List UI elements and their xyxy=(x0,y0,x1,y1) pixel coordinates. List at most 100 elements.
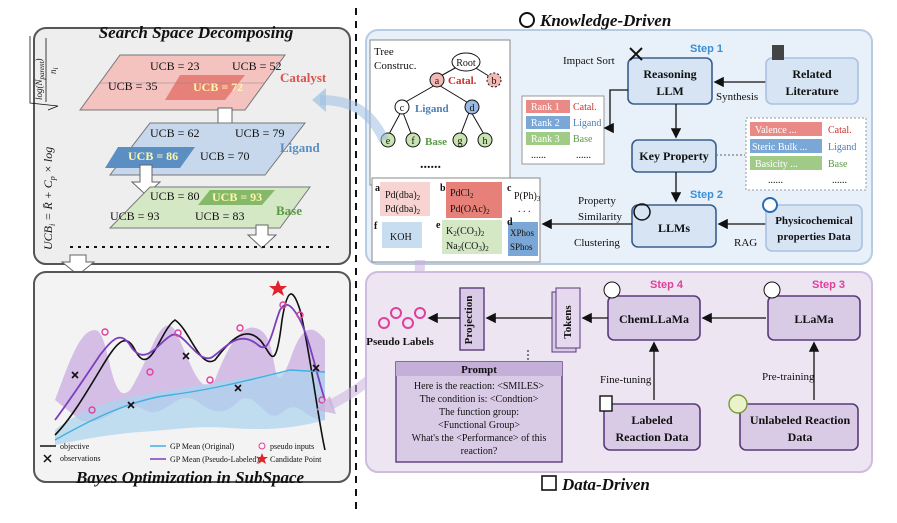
svg-text:. . .: . . . xyxy=(518,204,531,215)
svg-text:The function group:: The function group: xyxy=(439,407,519,418)
svg-text:Property: Property xyxy=(578,195,616,207)
bayes-title: Bayes Optimization in SubSpace xyxy=(75,468,305,487)
svg-text:P(Ph)3: P(Ph)3 xyxy=(514,191,541,203)
svg-text:The condition is: <Condtion>: The condition is: <Condtion> xyxy=(420,394,539,405)
llama-icon xyxy=(763,281,781,299)
key-property-box xyxy=(631,139,717,173)
svg-text:GP Mean (Original): GP Mean (Original) xyxy=(170,442,234,451)
clipboard-icon xyxy=(599,395,613,412)
svg-text:Root: Root xyxy=(456,58,476,69)
svg-text:Similarity: Similarity xyxy=(578,211,623,223)
svg-text:h: h xyxy=(483,136,488,147)
base-ucb-4: UCB = 83 xyxy=(195,209,244,223)
catalyst-ucb-1: UCB = 23 xyxy=(150,59,199,73)
svg-text:Projection: Projection xyxy=(463,296,475,345)
scissors-icon xyxy=(629,47,643,61)
knowledge-title: Knowledge-Driven xyxy=(539,11,671,30)
svg-text:Related: Related xyxy=(792,67,832,81)
svg-text:Physicochemical: Physicochemical xyxy=(775,215,853,227)
catalyst-ucb-2: UCB = 52 xyxy=(232,59,281,73)
llama-box xyxy=(767,295,861,341)
svg-text:Step 1: Step 1 xyxy=(690,43,723,55)
svg-text:Candidate Point: Candidate Point xyxy=(270,455,322,464)
book-icon xyxy=(772,45,784,60)
svg-text:Pd(OAc)2: Pd(OAc)2 xyxy=(450,204,490,216)
svg-text:RAG: RAG xyxy=(734,237,757,249)
svg-text:a: a xyxy=(375,183,380,194)
svg-text:Construc.: Construc. xyxy=(374,60,417,72)
svg-text:c: c xyxy=(507,183,512,194)
svg-text:reaction?: reaction? xyxy=(461,446,498,457)
svg-text:Ligand: Ligand xyxy=(573,118,601,129)
data-driven-panel: Data-Driven Step 4 Step 3 ChemLLaMa LLaM… xyxy=(365,271,873,494)
svg-text:ni: ni xyxy=(48,68,60,75)
svg-text:Tree: Tree xyxy=(374,46,394,58)
svg-text:Catal.: Catal. xyxy=(828,125,852,136)
svg-text:Step 2: Step 2 xyxy=(690,189,723,201)
svg-text:Valence ...: Valence ... xyxy=(755,125,797,136)
svg-text:log(Nparent): log(Nparent) xyxy=(34,58,46,100)
svg-text:<Functional Group>: <Functional Group> xyxy=(438,420,520,431)
svg-text:Catal.: Catal. xyxy=(448,75,477,87)
svg-text:K2(CO3)2: K2(CO3)2 xyxy=(446,226,485,238)
svg-text:Key Property: Key Property xyxy=(639,149,708,163)
svg-text:LLaMa: LLaMa xyxy=(794,312,833,326)
svg-text:properties Data: properties Data xyxy=(777,231,851,243)
svg-text:Rank 3: Rank 3 xyxy=(531,134,560,145)
svg-text:KOH: KOH xyxy=(390,232,412,243)
base-label: Base xyxy=(276,203,302,218)
svg-text:Steric Bulk ...: Steric Bulk ... xyxy=(752,142,807,153)
llms-box xyxy=(631,204,717,248)
svg-text:observations: observations xyxy=(60,454,100,463)
svg-text:b: b xyxy=(440,183,446,194)
bayes-panel: objective GP Mean (Original) pseudo inpu… xyxy=(33,271,351,487)
svg-text:Catal.: Catal. xyxy=(573,102,597,113)
svg-text:Basicity ...: Basicity ... xyxy=(755,159,798,170)
svg-text:Tokens: Tokens xyxy=(562,305,574,339)
svg-text:Pre-training: Pre-training xyxy=(762,371,815,383)
svg-text:objective: objective xyxy=(60,442,90,451)
svg-text:pseudo inputs: pseudo inputs xyxy=(270,442,314,451)
svg-text:Literature: Literature xyxy=(785,84,839,98)
svg-text:g: g xyxy=(458,136,463,147)
ligand-ucb-4: UCB = 70 xyxy=(200,149,249,163)
catalyst-layer: UCB = 23 UCB = 52 UCB = 35 UCB = 72 Cata… xyxy=(79,54,327,111)
svg-text:b: b xyxy=(492,76,497,87)
svg-text:Ligand: Ligand xyxy=(828,142,856,153)
svg-text:c: c xyxy=(400,103,405,114)
svg-text:Rank 1: Rank 1 xyxy=(531,102,560,113)
ligand-ucb-1: UCB = 62 xyxy=(150,126,199,140)
svg-text:GP Mean (Pseudo-Labeled): GP Mean (Pseudo-Labeled) xyxy=(170,455,259,464)
svg-text:What's the <Performance> of th: What's the <Performance> of this xyxy=(412,433,547,444)
svg-text:......: ...... xyxy=(576,150,591,161)
openai-icon xyxy=(633,203,651,221)
svg-text:f: f xyxy=(411,136,415,147)
catalyst-label: Catalyst xyxy=(280,70,327,85)
svg-text:Fine-tuning: Fine-tuning xyxy=(600,374,652,386)
unlabeled-data-box xyxy=(739,403,859,451)
base-layer: UCB = 80 UCB = 93 UCB = 93 UCB = 83 Base xyxy=(108,186,311,229)
svg-text:UCBi = R̄ + Cp × log: UCBi = R̄ + Cp × log xyxy=(41,147,57,250)
svg-text:d: d xyxy=(470,103,475,114)
svg-text:......: ...... xyxy=(420,157,441,172)
svg-text:Reaction Data: Reaction Data xyxy=(616,430,689,444)
svg-text:Clustering: Clustering xyxy=(574,237,620,249)
svg-text:Base: Base xyxy=(425,136,447,148)
search-space-title: Search Space Decomposing xyxy=(99,23,294,42)
svg-text:Data: Data xyxy=(788,430,813,444)
search-space-panel: Search Space Decomposing UCBi = R̄ + Cp … xyxy=(29,23,351,265)
pseudo-label-icon xyxy=(378,307,426,329)
knowledge-driven-panel: Knowledge-Driven Tree Construc. Root a C… xyxy=(365,11,873,265)
catalyst-ucb-4: UCB = 72 xyxy=(193,80,243,94)
svg-text:Ligand: Ligand xyxy=(415,103,449,115)
base-ucb-2: UCB = 93 xyxy=(212,190,262,204)
svg-text:Reasoning: Reasoning xyxy=(643,67,696,81)
bo-legend: objective GP Mean (Original) pseudo inpu… xyxy=(40,442,322,464)
labeled-data-box xyxy=(603,403,701,451)
svg-text:......: ...... xyxy=(768,175,783,186)
chart-icon xyxy=(541,475,557,491)
lightbulb-icon xyxy=(519,12,535,28)
ligand-ucb-3: UCB = 86 xyxy=(128,149,178,163)
svg-text:Na2(CO3)2: Na2(CO3)2 xyxy=(446,241,489,253)
svg-text:......: ...... xyxy=(531,150,546,161)
